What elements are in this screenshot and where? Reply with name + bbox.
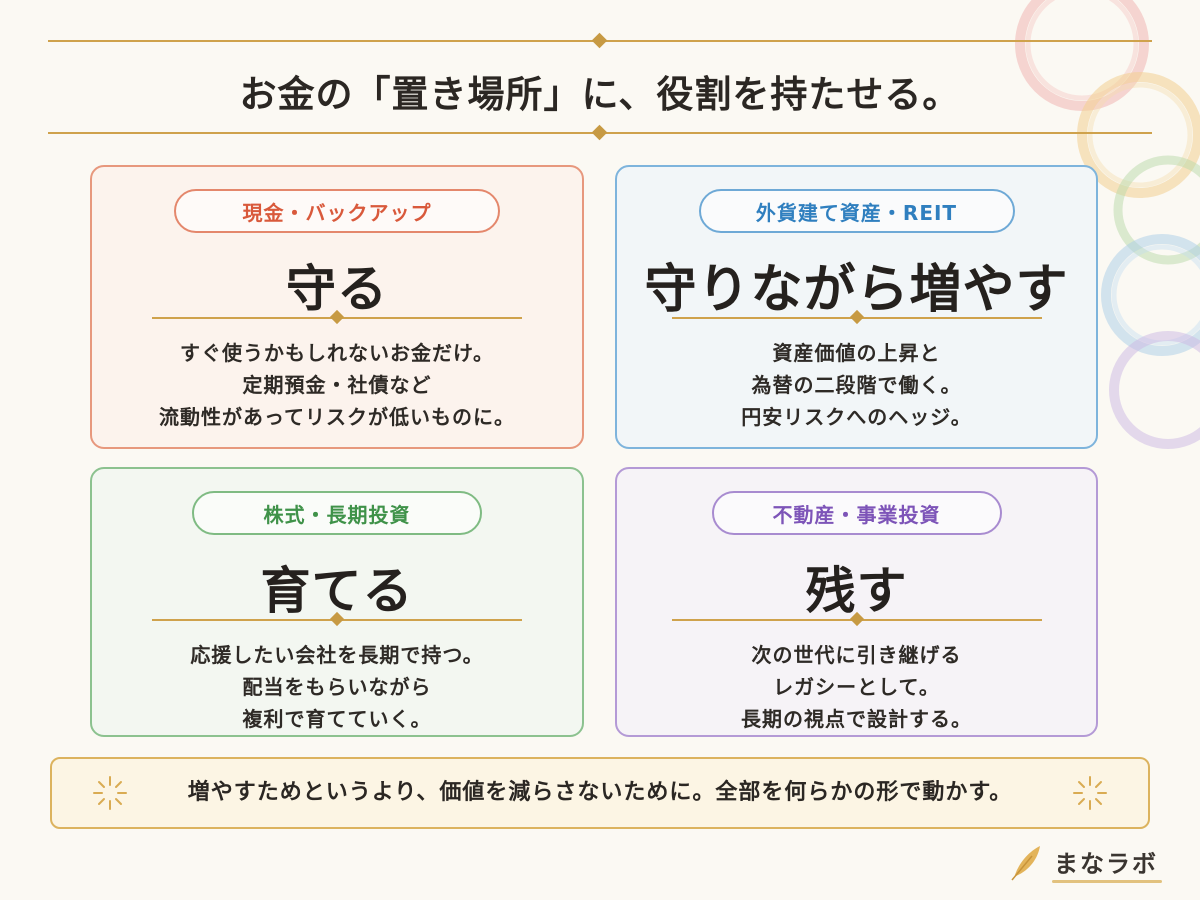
feather-icon xyxy=(1011,846,1040,881)
card-tag: 不動産・事業投資 xyxy=(711,491,1002,535)
card-line: 複利で育てていく。 xyxy=(242,707,432,731)
brand-underline xyxy=(1052,880,1162,883)
card-line: 定期預金・社債など xyxy=(242,373,432,397)
card-line: 流動性があってリスクが低いものに。 xyxy=(159,405,515,429)
card-line: 為替の二段階で働く。 xyxy=(751,373,962,397)
card-headline: 守る xyxy=(286,260,388,318)
card-headline: 育てる xyxy=(260,562,414,620)
footer-banner: 増やすためというより、価値を減らさないために。全部を何らかの形で動かす。 xyxy=(50,757,1150,829)
card-body: 応援したい会社を長期で持つ。 配当をもらいながら 複利で育てていく。 xyxy=(92,639,582,735)
sparkle-burst-icon xyxy=(93,776,127,810)
card-headline: 残す xyxy=(805,562,908,620)
card-tag: 外貨建て資産・REIT xyxy=(698,189,1015,233)
card-line: 配当をもらいながら xyxy=(242,675,432,699)
card-line: レガシーとして。 xyxy=(773,675,940,699)
top-rule-diamond xyxy=(591,32,608,49)
title-rule-diamond xyxy=(591,124,608,141)
card-line: すぐ使うかもしれないお金だけ。 xyxy=(180,341,494,365)
card-tag: 株式・長期投資 xyxy=(192,491,482,535)
card-body: 次の世代に引き継げる レガシーとして。 長期の視点で設計する。 xyxy=(617,639,1096,735)
card-leave-behind: 不動産・事業投資 残す 次の世代に引き継げる レガシーとして。 長期の視点で設計… xyxy=(615,467,1098,737)
card-line: 長期の視点で設計する。 xyxy=(741,707,972,731)
card-line: 資産価値の上昇と xyxy=(772,341,941,365)
card-protect-and-grow: 外貨建て資産・REIT 守りながら増やす 資産価値の上昇と 為替の二段階で働く。… xyxy=(615,165,1098,449)
card-body: 資産価値の上昇と 為替の二段階で働く。 円安リスクへのヘッジ。 xyxy=(617,337,1096,433)
brand-logo: まなラボ xyxy=(1008,840,1168,884)
card-body: すぐ使うかもしれないお金だけ。 定期預金・社債など 流動性があってリスクが低いも… xyxy=(92,337,582,433)
sparkle-burst-icon xyxy=(1073,776,1107,810)
card-line: 次の世代に引き継げる xyxy=(751,643,962,667)
card-line: 応援したい会社を長期で持つ。 xyxy=(190,643,484,667)
brand-name: まなラボ xyxy=(1054,850,1158,878)
card-nurture: 株式・長期投資 育てる 応援したい会社を長期で持つ。 配当をもらいながら 複利で… xyxy=(90,467,584,737)
card-tag: 現金・バックアップ xyxy=(174,189,500,233)
card-line: 円安リスクへのヘッジ。 xyxy=(741,405,972,429)
page-title: お金の「置き場所」に、役割を持たせる。 xyxy=(239,73,961,116)
card-protect: 現金・バックアップ 守る すぐ使うかもしれないお金だけ。 定期預金・社債など 流… xyxy=(90,165,584,449)
footer-message: 増やすためというより、価値を減らさないために。全部を何らかの形で動かす。 xyxy=(187,780,1013,805)
